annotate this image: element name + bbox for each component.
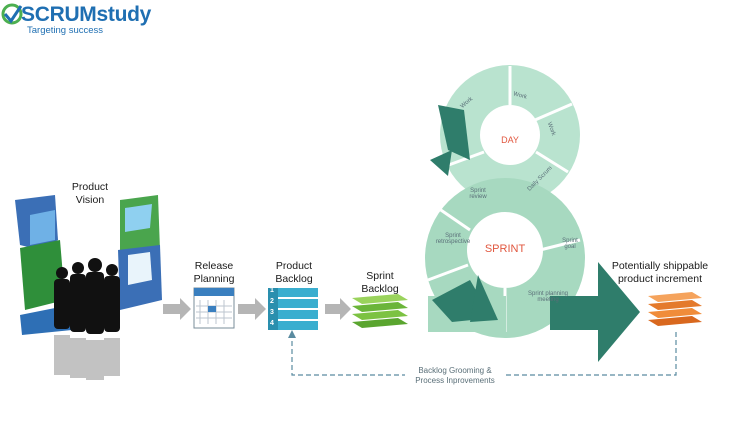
release-planning-label: Release Planning xyxy=(193,260,235,285)
brand-tagline: Targeting success xyxy=(27,25,104,36)
product-vision-label: Product Vision xyxy=(71,181,109,206)
sprint-backlog-stack-icon xyxy=(352,294,408,328)
sprint-segment-planning: Sprint planning meeting xyxy=(527,291,569,303)
brand-name: SCRUMstudy xyxy=(21,3,152,26)
backlog-row-number: 1 xyxy=(270,287,274,294)
product-backlog-label: Product Backlog xyxy=(275,260,313,285)
sprint-backlog-label: Sprint Backlog xyxy=(361,270,399,295)
logo-icon xyxy=(1,3,23,25)
flow-arrow xyxy=(163,298,351,320)
sprint-segment-review: Sprint review xyxy=(469,188,487,200)
sprint-segment-goal: Sprint goal xyxy=(562,238,578,250)
grooming-arrowhead-icon xyxy=(288,330,296,338)
grooming-label: Backlog Grooming & Process Inprovements xyxy=(405,366,505,386)
calendar-icon xyxy=(193,287,235,329)
backlog-row-number: 4 xyxy=(270,320,274,327)
backlog-row-number: 2 xyxy=(270,298,274,305)
increment-label: Potentially shippable product increment xyxy=(611,260,709,285)
cycle-arrow xyxy=(430,105,498,322)
backlog-row-number: 3 xyxy=(270,309,274,316)
sprint-center-label: SPRINT xyxy=(484,243,526,255)
sprint-segment-retrospective: Sprint retrospective xyxy=(435,233,471,245)
day-center-label: DAY xyxy=(501,135,519,145)
increment-stack-icon xyxy=(648,292,702,326)
team-silhouette-icon xyxy=(54,258,120,380)
product-backlog-list-icon xyxy=(268,288,318,330)
increment-arrow xyxy=(550,262,640,362)
